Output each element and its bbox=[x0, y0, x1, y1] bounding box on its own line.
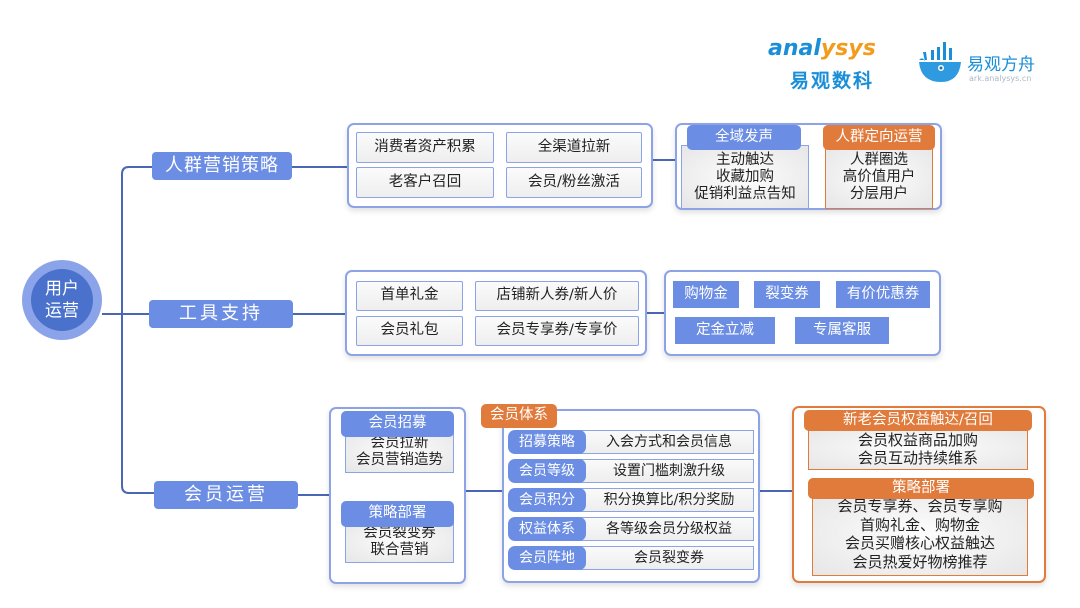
box-line: 高价值用户 bbox=[842, 169, 916, 185]
system-row-label: 会员阵地 bbox=[508, 546, 586, 570]
analysys-logo: analysys 易观数科 bbox=[768, 36, 888, 96]
box-line: 促销利益点告知 bbox=[694, 186, 796, 202]
rights-reach-box: 会员权益商品加购 会员互动持续维系 bbox=[808, 426, 1028, 470]
system-row-value: 入会方式和会员信息 bbox=[574, 430, 754, 454]
system-row-label: 权益体系 bbox=[508, 517, 586, 541]
member-recruit-title: 会员招募 bbox=[341, 411, 454, 437]
box-line: 会员裂变券 bbox=[363, 525, 436, 541]
system-row-label: 会员等级 bbox=[508, 459, 586, 483]
crowd-marketing-channels-group: 主动触达 收藏加购 促销利益点告知 全域发声 人群圈选 高价值用户 分层用户 人… bbox=[675, 123, 942, 210]
box-line: 会员营销造势 bbox=[356, 452, 443, 468]
whale-icon bbox=[919, 42, 961, 82]
benefit-cell: 首单礼金 bbox=[356, 281, 463, 311]
omni-voice-title: 全域发声 bbox=[687, 125, 801, 150]
omni-voice-box: 主动触达 收藏加购 促销利益点告知 bbox=[681, 145, 809, 209]
box-line: 会员权益商品加购 bbox=[857, 431, 978, 449]
rights-strategy-box: 会员专享券、会员专享购 首购礼金、购物金 会员买赠核心权益触达 会员热爱好物榜推… bbox=[812, 492, 1028, 576]
benefit-cell: 会员礼包 bbox=[356, 316, 463, 346]
system-row-label: 会员积分 bbox=[508, 488, 586, 512]
goal-cell: 会员/粉丝激活 bbox=[506, 167, 642, 198]
box-line: 会员买赠核心权益触达 bbox=[844, 534, 995, 552]
box-line: 会员专享券、会员专享购 bbox=[837, 497, 1003, 515]
box-line: 会员热爱好物榜推荐 bbox=[852, 552, 988, 571]
strategy-deploy-title: 策略部署 bbox=[341, 501, 454, 527]
box-line: 首购礼金、购物金 bbox=[859, 515, 980, 534]
box-line: 联合营销 bbox=[370, 542, 429, 558]
system-row-value: 会员裂变券 bbox=[574, 546, 754, 570]
tool-chip: 裂变券 bbox=[754, 281, 820, 308]
tool-chip: 定金立减 bbox=[675, 317, 775, 344]
system-row-value: 积分换算比/积分奖励 bbox=[574, 488, 754, 512]
tool-support-benefits-group: 首单礼金 店铺新人券/新人价 会员礼包 会员专享券/专享价 bbox=[345, 270, 647, 356]
crowd-targeting-title: 人群定向运营 bbox=[823, 125, 935, 150]
goal-cell: 全渠道拉新 bbox=[506, 132, 642, 163]
goal-cell: 消费者资产积累 bbox=[356, 132, 494, 163]
root-node: 用户 运营 bbox=[31, 269, 93, 331]
analysys-logo-cn: 易观数科 bbox=[790, 70, 875, 92]
box-line: 收藏加购 bbox=[716, 169, 774, 185]
branch-member-operation: 会员运营 bbox=[154, 481, 298, 509]
ark-logo-cn: 易观方舟 bbox=[967, 55, 1035, 75]
benefit-cell: 会员专享券/专享价 bbox=[475, 316, 639, 346]
tool-support-chips-group: 购物金 裂变券 有价优惠券 定金立减 专属客服 bbox=[664, 270, 941, 356]
system-row-value: 设置门槛刺激升级 bbox=[574, 459, 754, 483]
trunk-line bbox=[121, 166, 154, 494]
crowd-targeting-box: 人群圈选 高价值用户 分层用户 bbox=[825, 145, 933, 209]
root-label-line2: 运营 bbox=[45, 301, 79, 321]
rights-strategy-title: 策略部署 bbox=[808, 478, 1034, 499]
box-line: 主动触达 bbox=[716, 152, 774, 168]
member-recruit-group: 会员拉新 会员营销造势 会员招募 会员裂变券 联合营销 策略部署 bbox=[329, 407, 466, 584]
analysys-logo-text: analysys bbox=[768, 36, 876, 61]
box-line: 会员互动持续维系 bbox=[857, 449, 978, 467]
tool-chip: 购物金 bbox=[673, 281, 739, 308]
member-system-rows: 入会方式和会员信息 招募策略 设置门槛刺激升级 会员等级 积分换算比/积分奖励 … bbox=[504, 430, 758, 580]
ark-logo: 易观方舟 ark.analysys.cn bbox=[915, 38, 1055, 98]
tool-chip: 有价优惠券 bbox=[836, 281, 930, 308]
branch-crowd-marketing: 人群营销策略 bbox=[152, 152, 292, 180]
crowd-marketing-goals-group: 消费者资产积累 全渠道拉新 老客户召回 会员/粉丝激活 bbox=[347, 123, 653, 208]
member-rights-group: 会员权益商品加购 会员互动持续维系 新老会员权益触达/召回 会员专享券、会员专享… bbox=[792, 406, 1046, 583]
member-system-title: 会员体系 bbox=[481, 404, 557, 428]
rights-reach-title: 新老会员权益触达/召回 bbox=[804, 410, 1032, 431]
ark-logo-url: ark.analysys.cn bbox=[969, 74, 1032, 83]
member-system-group: 会员体系 入会方式和会员信息 招募策略 设置门槛刺激升级 会员等级 积分换算比/… bbox=[481, 404, 760, 583]
box-line: 人群圈选 bbox=[850, 152, 908, 168]
box-line: 会员拉新 bbox=[370, 435, 429, 451]
branch-tool-support: 工具支持 bbox=[149, 300, 293, 328]
system-row-value: 各等级会员分级权益 bbox=[574, 517, 754, 541]
system-row-label: 招募策略 bbox=[508, 430, 586, 454]
goal-cell: 老客户召回 bbox=[356, 167, 494, 198]
root-label-line1: 用户 bbox=[45, 279, 79, 299]
benefit-cell: 店铺新人券/新人价 bbox=[475, 281, 639, 311]
tool-chip: 专属客服 bbox=[795, 317, 889, 344]
box-line: 分层用户 bbox=[850, 186, 908, 202]
